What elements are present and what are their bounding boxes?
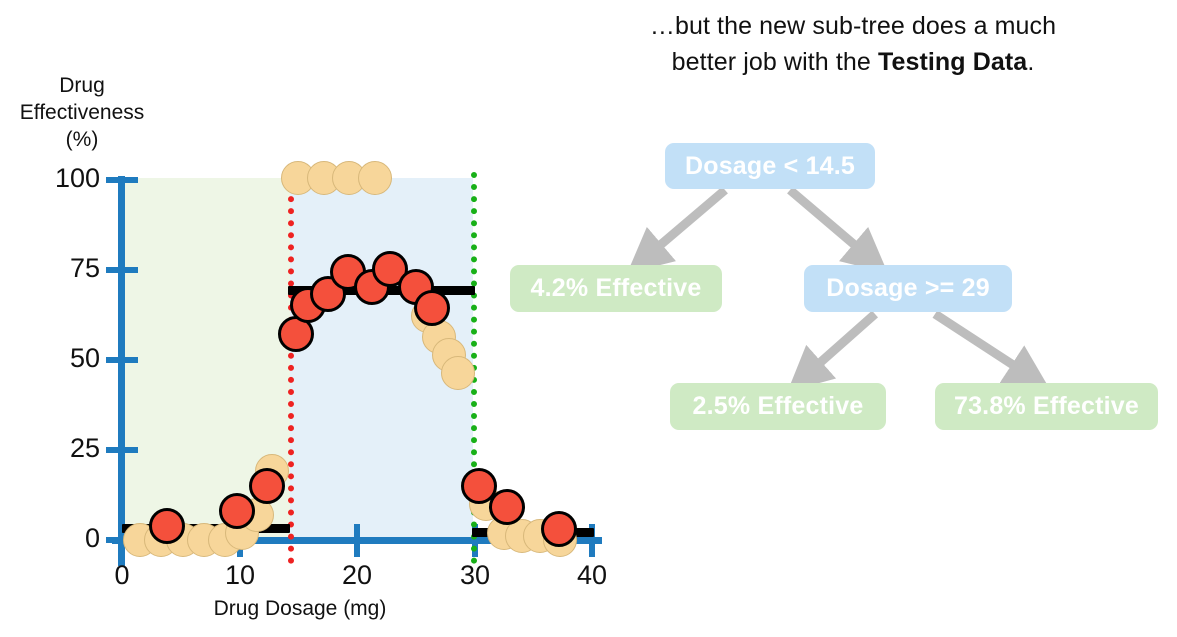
x-tick-label-30: 30 — [459, 560, 491, 590]
y-tick-label-50: 50 — [69, 343, 100, 373]
y-tick-label-75: 75 — [69, 253, 100, 283]
y-tick-label-0: 0 — [84, 523, 100, 553]
edge-branch-right — [932, 310, 1050, 389]
heading-line-2-prefix: better job with the — [671, 48, 878, 76]
data-points-layer — [122, 161, 578, 557]
edge-branch-left — [787, 310, 878, 392]
data-point-testing — [461, 467, 498, 504]
slide-heading: …but the new sub-tree does a much better… — [532, 8, 1174, 80]
tree-leaf-low[interactable]: 2.5% Effective — [670, 383, 886, 430]
y-tick-100 — [106, 177, 138, 183]
data-point-testing — [219, 493, 256, 530]
edge-root-right — [787, 186, 888, 274]
tree-leaf-high[interactable]: 73.8% Effective — [935, 383, 1158, 430]
data-point-testing — [248, 467, 285, 504]
data-point-training — [357, 161, 392, 195]
y-tick-25 — [106, 447, 138, 453]
edge-root-left — [627, 186, 728, 274]
scatter-chart: Drug Effectiveness (%) 100 75 50 25 0 0 … — [2, 72, 608, 620]
x-tick-20 — [354, 524, 360, 557]
y-axis-title-line2: Effectiveness — [19, 101, 145, 124]
heading-line-2-suffix: . — [1027, 48, 1035, 76]
x-tick-label-40: 40 — [576, 560, 608, 590]
heading-line-2-bold: Testing Data — [877, 48, 1028, 76]
data-point-testing — [541, 511, 578, 548]
tree-node-right-branch[interactable]: Dosage >= 29 — [804, 265, 1012, 312]
tree-node-root[interactable]: Dosage < 14.5 — [665, 143, 875, 189]
y-axis-title-line3: (%) — [65, 128, 99, 151]
y-axis-title-line1: Drug — [59, 74, 105, 97]
split-line-14-5 — [288, 172, 294, 564]
y-tick-label-25: 25 — [69, 433, 100, 463]
y-tick-75 — [106, 267, 138, 273]
data-point-testing — [489, 489, 526, 526]
y-tick-50 — [106, 357, 138, 363]
x-tick-0 — [119, 524, 125, 557]
data-point-testing — [414, 290, 451, 327]
x-tick-label-0: 0 — [114, 560, 130, 590]
y-axis-title: Drug Effectiveness (%) — [2, 72, 162, 153]
data-point-testing — [277, 315, 314, 352]
x-tick-label-20: 20 — [341, 560, 373, 590]
decision-tree: Dosage < 14.5 4.2% Effective Dosage >= 2… — [470, 0, 1177, 637]
x-axis-title: Drug Dosage (mg) — [213, 597, 387, 620]
tree-leaf-left[interactable]: 4.2% Effective — [510, 265, 722, 312]
y-tick-label-100: 100 — [54, 163, 100, 193]
x-tick-label-10: 10 — [224, 560, 256, 590]
heading-line-1: …but the new sub-tree does a much — [649, 12, 1057, 40]
x-tick-40 — [589, 524, 595, 557]
data-point-testing — [148, 507, 185, 544]
y-axis-line — [118, 176, 125, 566]
data-point-training — [441, 356, 476, 391]
